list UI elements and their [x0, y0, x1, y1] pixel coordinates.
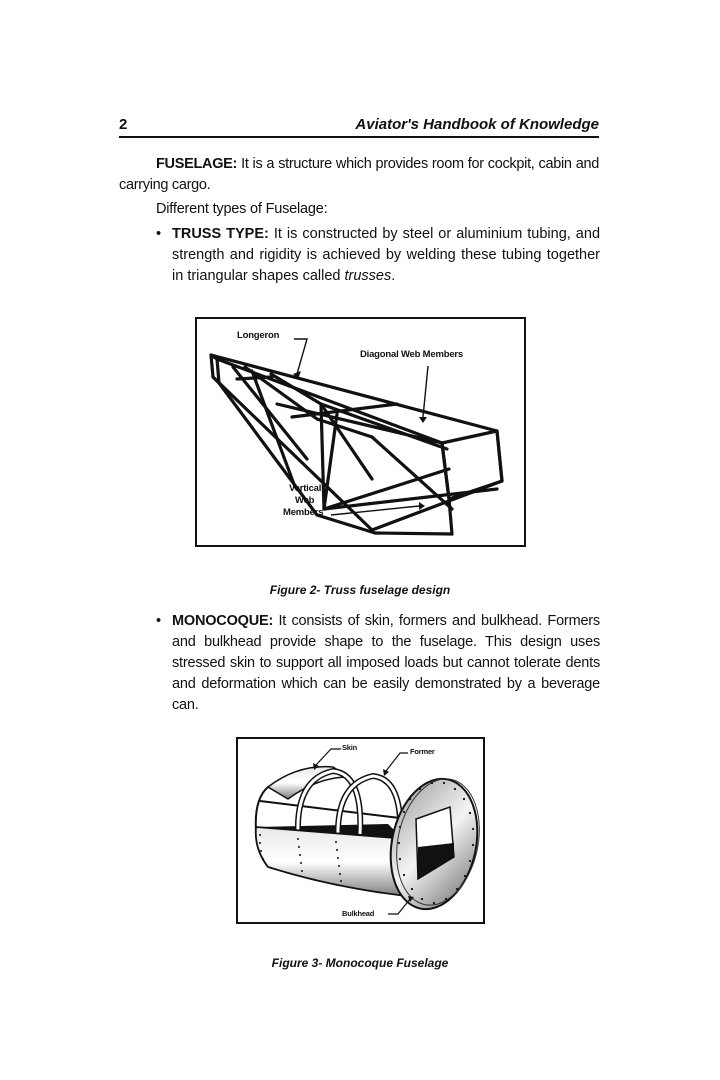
truss-period: .: [391, 268, 396, 284]
figure-2-caption: Figure 2- Truss fuselage design: [269, 583, 451, 597]
types-intro: Different types of Fuselage:: [156, 201, 328, 217]
figure-3-caption: Figure 3- Monocoque Fuselage: [271, 956, 449, 970]
figure-truss-fuselage: Longeron Diagonal Web Members Vertical W…: [195, 317, 526, 547]
page-header: 2 Aviator's Handbook of Knowledge: [119, 114, 599, 138]
fuselage-definition: It is a structure which provides room fo…: [119, 156, 599, 193]
label-bulkhead: Bulkhead: [342, 909, 375, 918]
label-former: Former: [410, 747, 435, 756]
truss-fuselage-illustration: [209, 338, 504, 536]
bullet-text: MONOCOQUE: It consists of skin, formers …: [172, 611, 600, 716]
truss-term: TRUSS TYPE:: [172, 226, 269, 242]
running-title: Aviator's Handbook of Knowledge: [355, 116, 599, 133]
truss-description: It is constructed by steel or aluminium …: [172, 226, 601, 284]
bullet-text: TRUSS TYPE: It is constructed by steel o…: [172, 224, 600, 287]
bullet-icon: •: [156, 226, 162, 242]
monocoque-fuselage-illustration: [254, 748, 480, 915]
bullet-truss-type: • TRUSS TYPE: It is constructed by steel…: [156, 224, 600, 287]
bullet-monocoque: • MONOCOQUE: It consists of skin, former…: [156, 611, 600, 716]
label-vertical: Vertical: [289, 483, 322, 494]
figure-monocoque-fuselage: Skin Former Bulkhead: [236, 737, 485, 924]
label-longeron: Longeron: [237, 330, 280, 341]
fuselage-term: FUSELAGE:: [156, 156, 238, 172]
bullet-icon: •: [156, 613, 161, 629]
monocoque-description: It consists of skin, formers and bulkhea…: [172, 613, 600, 713]
label-skin: Skin: [342, 743, 358, 752]
label-web: Web: [295, 495, 315, 506]
monocoque-term: MONOCOQUE:: [172, 613, 274, 629]
page-number: 2: [119, 116, 128, 133]
fuselage-paragraph: FUSELAGE: It is a structure which provid…: [119, 154, 599, 196]
label-members: Members: [283, 507, 324, 518]
trusses-emphasis: trusses: [344, 268, 392, 284]
label-diagonal-web-members: Diagonal Web Members: [360, 349, 463, 360]
